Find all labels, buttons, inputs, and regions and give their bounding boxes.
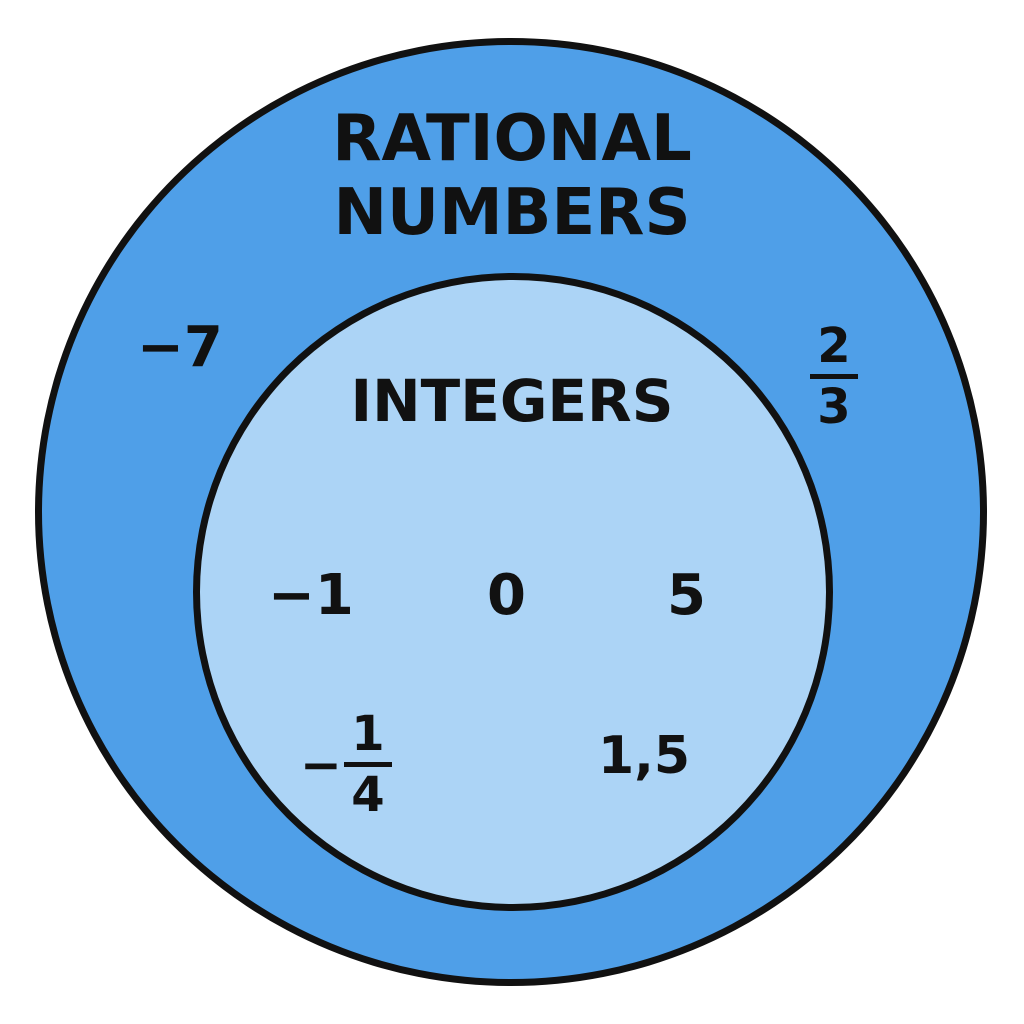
rational-label-line2: NUMBERS xyxy=(333,175,691,250)
rational-label-line1: RATIONAL xyxy=(332,102,692,176)
fraction-numerator: 1 xyxy=(351,706,385,762)
rational-numbers-label: RATIONAL NUMBERS xyxy=(0,102,1024,250)
integers-label: INTEGERS xyxy=(350,367,674,435)
value-negative-seven: −7 xyxy=(137,315,223,380)
value-zero: 0 xyxy=(487,563,526,628)
fraction-negative-one-quarter: − 1 4 xyxy=(300,710,392,819)
fraction-numerator: 2 xyxy=(817,318,851,374)
integers-set xyxy=(193,273,833,911)
fraction-two-thirds: 2 3 xyxy=(810,322,858,431)
fraction-denominator: 3 xyxy=(817,379,851,435)
fraction-bar xyxy=(810,374,858,379)
fraction-denominator: 4 xyxy=(351,767,385,823)
value-one-point-five: 1,5 xyxy=(598,726,691,786)
value-five: 5 xyxy=(667,563,706,628)
fraction-bar xyxy=(343,762,392,767)
fraction-sign: − xyxy=(300,735,342,794)
value-negative-one: −1 xyxy=(268,563,354,628)
